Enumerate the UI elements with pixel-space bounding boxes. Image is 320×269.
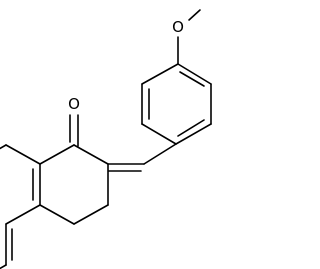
carbonyl-oxygen-label: O [68, 95, 80, 113]
ring-bond [177, 63, 212, 85]
ring-bond [175, 123, 212, 145]
aryl-vinyl-bond [143, 143, 177, 165]
ring-bond [0, 264, 7, 269]
ether-oxygen-bg [170, 17, 186, 37]
ring-bond [141, 63, 179, 85]
benzo-ring [0, 144, 41, 269]
molecule-structure: O O [0, 9, 212, 269]
ring-bond [39, 144, 75, 165]
carbonyl-oxygen-bg [66, 93, 82, 115]
ring-inner-double-bond [177, 119, 205, 137]
ring-bond [73, 144, 109, 165]
methyl-bond [188, 9, 201, 21]
ring-bond [73, 204, 109, 225]
tetralone-ring [39, 144, 109, 225]
ring-bond [39, 204, 75, 225]
methoxyphenyl-ring [141, 63, 212, 145]
ether-oxygen-label: O [172, 18, 184, 36]
ring-bond [141, 123, 177, 145]
ring-bond [5, 144, 41, 165]
ring-inner-double-bond [179, 71, 205, 87]
ring-bond [5, 204, 41, 225]
ring-bond [0, 144, 7, 150]
